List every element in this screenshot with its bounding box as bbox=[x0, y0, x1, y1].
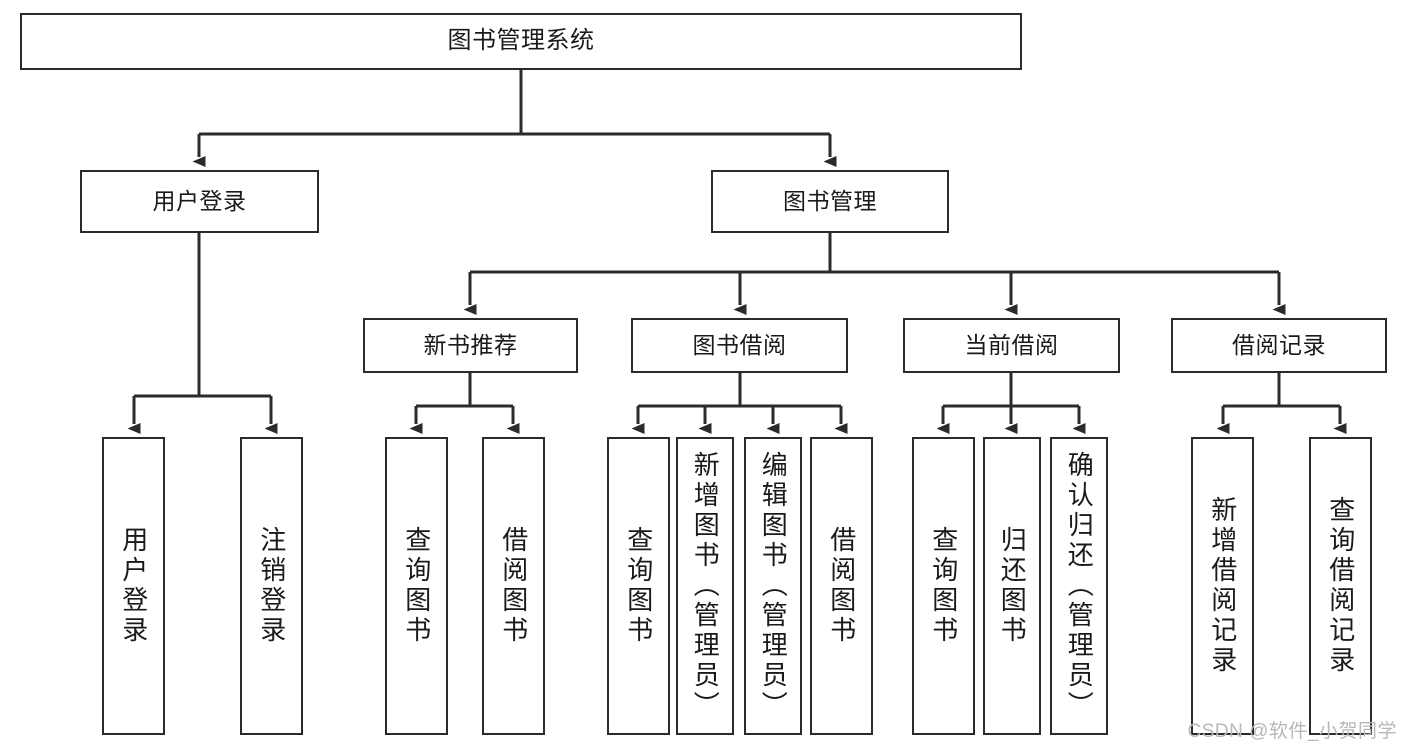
leaf-user-login-logout[interactable]: 注销登录 bbox=[240, 437, 303, 735]
node-label: 用户登录 bbox=[118, 526, 149, 646]
node-label: 新增图书（管理员） bbox=[690, 451, 721, 721]
leaf-borrow-record-add-record[interactable]: 新增借阅记录 bbox=[1191, 437, 1254, 735]
node-current-borrow[interactable]: 当前借阅 bbox=[903, 318, 1120, 373]
leaf-new-book-borrow-book[interactable]: 借阅图书 bbox=[482, 437, 545, 735]
node-label: 查询图书 bbox=[401, 526, 432, 646]
node-label: 查询图书 bbox=[623, 526, 654, 646]
node-label: 借阅图书 bbox=[498, 526, 529, 646]
leaf-current-borrow-confirm-return-admin[interactable]: 确认归还（管理员） bbox=[1050, 437, 1108, 735]
leaf-user-login-login[interactable]: 用户登录 bbox=[102, 437, 165, 735]
node-label: 归还图书 bbox=[997, 526, 1028, 646]
leaf-current-borrow-return-book[interactable]: 归还图书 bbox=[983, 437, 1041, 735]
node-label: 新书推荐 bbox=[423, 331, 518, 358]
node-book-management[interactable]: 图书管理 bbox=[711, 170, 949, 233]
leaf-book-borrow-edit-book-admin[interactable]: 编辑图书（管理员） bbox=[744, 437, 802, 735]
leaf-book-borrow-query-book[interactable]: 查询图书 bbox=[607, 437, 670, 735]
watermark-text: CSDN @软件_小贺同学 bbox=[1187, 721, 1397, 742]
leaf-current-borrow-query-book[interactable]: 查询图书 bbox=[912, 437, 975, 735]
node-label: 确认归还（管理员） bbox=[1064, 451, 1095, 721]
node-label: 编辑图书（管理员） bbox=[758, 451, 789, 721]
node-label: 查询图书 bbox=[928, 526, 959, 646]
node-new-book-recommend[interactable]: 新书推荐 bbox=[363, 318, 578, 373]
node-label: 图书管理系统 bbox=[447, 27, 595, 55]
node-label: 图书借阅 bbox=[692, 331, 787, 358]
node-label: 借阅图书 bbox=[826, 526, 857, 646]
node-label: 新增借阅记录 bbox=[1207, 496, 1238, 676]
node-label: 借阅记录 bbox=[1232, 331, 1326, 358]
node-user-login[interactable]: 用户登录 bbox=[80, 170, 319, 233]
node-label: 用户登录 bbox=[152, 187, 247, 214]
leaf-new-book-query-book[interactable]: 查询图书 bbox=[385, 437, 448, 735]
leaf-borrow-record-query-record[interactable]: 查询借阅记录 bbox=[1309, 437, 1372, 735]
node-root-book-management-system[interactable]: 图书管理系统 bbox=[20, 13, 1022, 70]
leaf-book-borrow-borrow-book[interactable]: 借阅图书 bbox=[810, 437, 873, 735]
node-label: 查询借阅记录 bbox=[1325, 496, 1356, 676]
node-label: 当前借阅 bbox=[964, 331, 1059, 358]
leaf-book-borrow-add-book-admin[interactable]: 新增图书（管理员） bbox=[676, 437, 734, 735]
node-label: 注销登录 bbox=[256, 526, 287, 646]
node-book-borrow[interactable]: 图书借阅 bbox=[631, 318, 848, 373]
node-borrow-record[interactable]: 借阅记录 bbox=[1171, 318, 1387, 373]
node-label: 图书管理 bbox=[783, 187, 877, 214]
